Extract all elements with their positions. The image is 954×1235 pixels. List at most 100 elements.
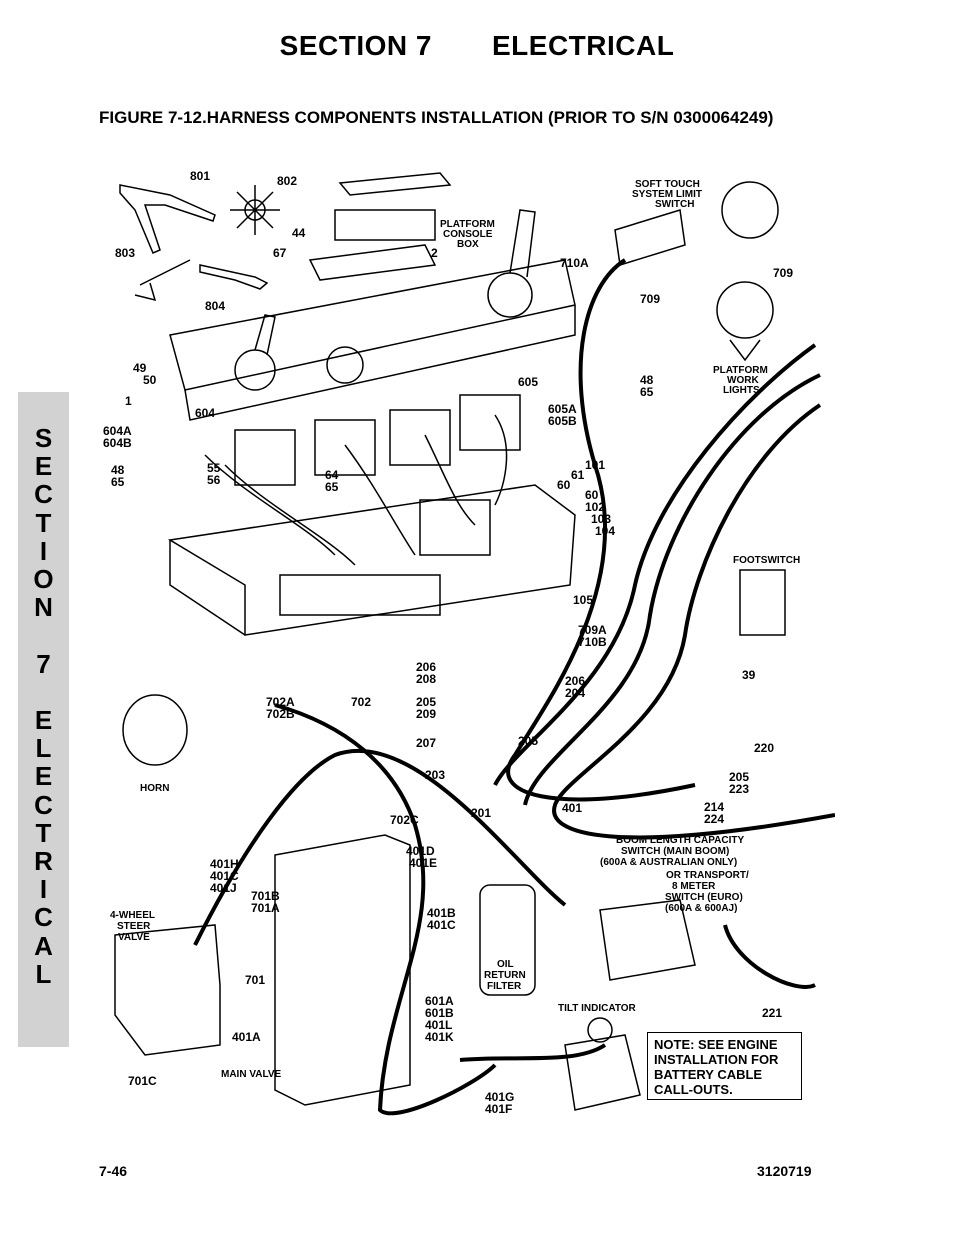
lights-arrow <box>729 339 761 362</box>
figure-title: FIGURE 7-12.HARNESS COMPONENTS INSTALLAT… <box>99 108 774 127</box>
label-wheel-3: VALVE <box>118 932 150 943</box>
console-front-plate-drawing <box>184 305 576 421</box>
label-65-a: 65 <box>111 475 125 489</box>
joystick-left-base <box>234 349 276 391</box>
label-console-3: BOX <box>457 239 479 250</box>
label-49: 49 <box>133 361 147 375</box>
label-console-2: CONSOLE <box>443 229 493 240</box>
cable-702-lower <box>193 748 567 946</box>
note-box: NOTE: SEE ENGINE INSTALLATION FOR BATTER… <box>647 1032 802 1100</box>
side-tab-letter: O <box>33 564 54 595</box>
console-base-side-drawing <box>169 540 246 636</box>
cable-221 <box>723 924 816 989</box>
cable-401 <box>274 703 497 1116</box>
side-tab-letter: T <box>35 507 52 538</box>
label-55: 55 <box>207 461 221 475</box>
label-605A: 605A <box>548 402 577 416</box>
section-side-tab: S E C T I O N 7 E L E C T R I C A L <box>18 392 69 1047</box>
label-401E: 401E <box>409 856 437 870</box>
internal-harness-drawing <box>204 414 508 566</box>
label-boom-7: (600A & 600AJ) <box>665 903 737 914</box>
label-boom-2: SWITCH (MAIN BOOM) <box>621 846 729 857</box>
label-main-valve: MAIN VALVE <box>221 1069 282 1080</box>
section-number: SECTION 7 <box>279 30 432 61</box>
label-60-b: 60 <box>585 488 599 502</box>
label-401: 401 <box>562 801 582 815</box>
label-214: 214 <box>704 800 724 814</box>
side-tab-letter: I <box>39 874 48 905</box>
side-tab-letter: E <box>34 451 53 482</box>
label-soft-2: SYSTEM LIMIT <box>632 189 702 200</box>
label-103: 103 <box>591 512 611 526</box>
label-401A: 401A <box>232 1030 261 1044</box>
label-39: 39 <box>742 668 756 682</box>
label-soft-3: SWITCH <box>655 199 694 210</box>
label-tilt: TILT INDICATOR <box>558 1003 637 1014</box>
label-220: 220 <box>754 741 774 755</box>
cable-701-upper <box>493 343 817 786</box>
note-line: BATTERY CABLE <box>654 1067 763 1082</box>
label-702B: 702B <box>266 707 295 721</box>
label-401F: 401F <box>485 1102 512 1116</box>
callout-labels: 801 802 803 804 44 67 2 PLATFORM CONSOLE… <box>103 169 800 1116</box>
note-line: INSTALLATION FOR <box>654 1052 779 1067</box>
label-701: 701 <box>245 973 265 987</box>
label-boom-6: SWITCH (EURO) <box>665 892 743 903</box>
label-boom-3: (600A & AUSTRALIAN ONLY) <box>600 857 737 868</box>
label-boom-1: BOOM LENGTH CAPACITY <box>616 835 744 846</box>
note-line: CALL-OUTS. <box>654 1082 733 1097</box>
side-tab-letter: E <box>34 705 53 736</box>
label-605: 605 <box>518 375 538 389</box>
diagram-line-art <box>114 172 786 1111</box>
label-401H: 401H <box>210 857 239 871</box>
label-710B: 710B <box>578 635 607 649</box>
note-line: NOTE: SEE ENGINE <box>654 1037 778 1052</box>
label-lights-1: PLATFORM <box>713 365 768 376</box>
label-65-b: 65 <box>325 480 339 494</box>
label-44: 44 <box>292 226 306 240</box>
joystick-right-handle <box>509 209 536 278</box>
side-tab-letter: I <box>39 535 48 566</box>
label-401C-2: 401C <box>427 918 456 932</box>
switch-panel-drawing <box>308 244 437 281</box>
label-601A: 601A <box>425 994 454 1008</box>
cable-705 <box>552 403 836 840</box>
steer-valve-drawing <box>114 924 221 1056</box>
side-tab-letter: E <box>34 761 53 792</box>
side-tab-letter: C <box>34 902 53 933</box>
label-101: 101 <box>585 458 605 472</box>
cable-709 <box>506 258 696 802</box>
label-209: 209 <box>416 707 436 721</box>
horn-drawing <box>122 694 188 766</box>
label-709A: 709A <box>578 623 607 637</box>
side-tab-letter: A <box>34 930 53 961</box>
label-401B: 401B <box>427 906 456 920</box>
label-48-a: 48 <box>111 463 125 477</box>
work-light-lower <box>716 281 774 339</box>
label-204: 204 <box>565 686 585 700</box>
side-tab-spacer <box>18 678 69 706</box>
label-50: 50 <box>143 373 157 387</box>
side-tab-letter: 7 <box>36 648 51 679</box>
relay-drawing <box>419 499 491 556</box>
side-tab-spacer <box>18 621 69 649</box>
module-2-drawing <box>314 419 376 476</box>
side-tab-letter: S <box>34 423 53 453</box>
label-702: 702 <box>351 695 371 709</box>
label-804: 804 <box>205 299 225 313</box>
label-boom-5: 8 METER <box>672 881 716 892</box>
soft-touch-switch-drawing <box>614 209 686 266</box>
terminal-strip-drawing <box>279 574 441 616</box>
side-tab-letter: L <box>35 733 52 764</box>
main-cables <box>193 258 836 1116</box>
label-401C: 401C <box>210 869 239 883</box>
label-701B: 701B <box>251 889 280 903</box>
label-203: 203 <box>425 768 445 782</box>
label-wheel-2: STEER <box>117 921 151 932</box>
label-803: 803 <box>115 246 135 260</box>
label-64: 64 <box>325 468 339 482</box>
side-tab-letter: C <box>34 479 53 510</box>
label-221: 221 <box>762 1006 782 1020</box>
label-604B: 604B <box>103 436 132 450</box>
